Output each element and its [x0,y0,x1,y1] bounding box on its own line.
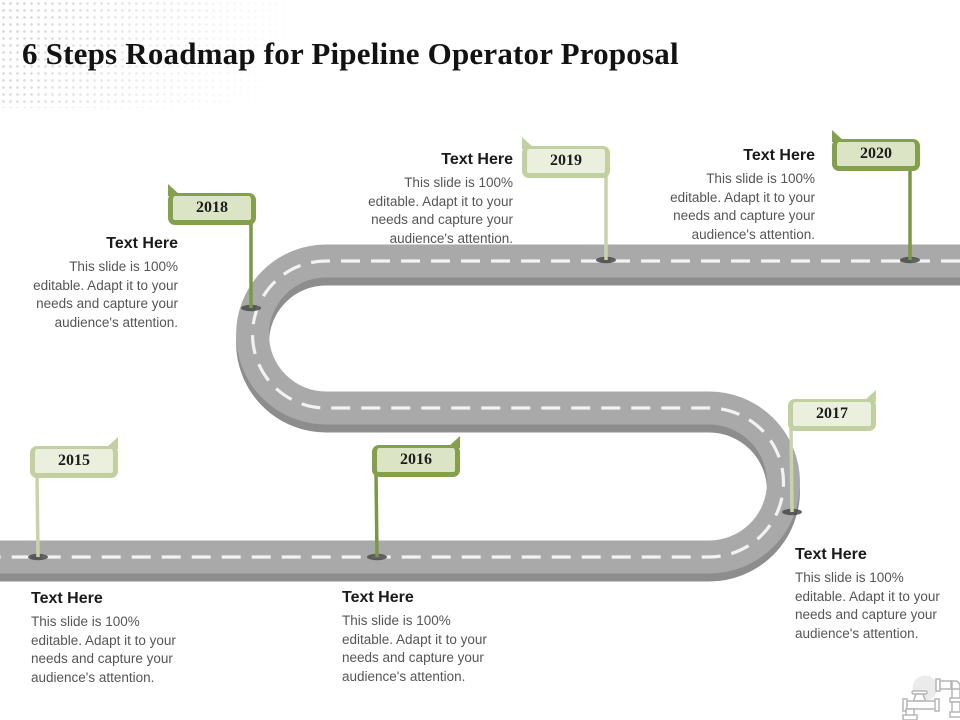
flag-year-label: 2016 [400,451,432,468]
road-center-dashes [0,259,960,559]
pipeline-valve-icon [902,675,960,720]
milestone-heading: Text Here [106,235,178,252]
milestone-text-2018: Text Here This slide is 100% editable. A… [18,235,178,332]
flag-2019: 2019 [522,137,610,178]
flag-2016: 2016 [372,436,460,477]
pole-base-shadow-2017 [782,508,802,516]
milestone-description: This slide is 100% editable. Adapt it to… [670,171,815,242]
milestone-heading: Text Here [795,546,867,563]
flag-year-label: 2019 [550,152,582,169]
flag-year-label: 2020 [860,145,892,162]
flag-year-label: 2017 [816,405,848,422]
milestone-description: This slide is 100% editable. Adapt it to… [368,175,513,246]
flag-year-label: 2018 [196,199,228,216]
slide-title: 6 Steps Roadmap for Pipeline Operator Pr… [22,36,679,71]
flag-2015: 2015 [30,437,118,478]
flag-2017: 2017 [788,390,876,431]
flag-pole-2015 [35,473,40,558]
halftone-dots-decoration [0,0,390,108]
milestone-text-2020: Text Here This slide is 100% editable. A… [655,147,815,244]
milestone-heading: Text Here [31,590,103,607]
milestone-text-2015: Text Here This slide is 100% editable. A… [31,590,191,687]
milestone-description: This slide is 100% editable. Adapt it to… [33,259,178,330]
flag-2020: 2020 [832,130,920,171]
milestone-text-2016: Text Here This slide is 100% editable. A… [342,589,502,686]
milestone-text-2019: Text Here This slide is 100% editable. A… [353,151,513,248]
milestone-heading: Text Here [441,151,513,168]
milestone-description: This slide is 100% editable. Adapt it to… [31,614,176,685]
milestone-heading: Text Here [743,147,815,164]
flag-pole-2016 [374,472,379,558]
milestone-text-2017: Text Here This slide is 100% editable. A… [795,546,955,643]
milestone-heading: Text Here [342,589,414,606]
flag-year-label: 2015 [58,452,90,469]
milestone-description: This slide is 100% editable. Adapt it to… [795,570,940,641]
flag-2018: 2018 [168,184,256,225]
milestone-description: This slide is 100% editable. Adapt it to… [342,613,487,684]
flag-pole-2017 [789,426,794,513]
